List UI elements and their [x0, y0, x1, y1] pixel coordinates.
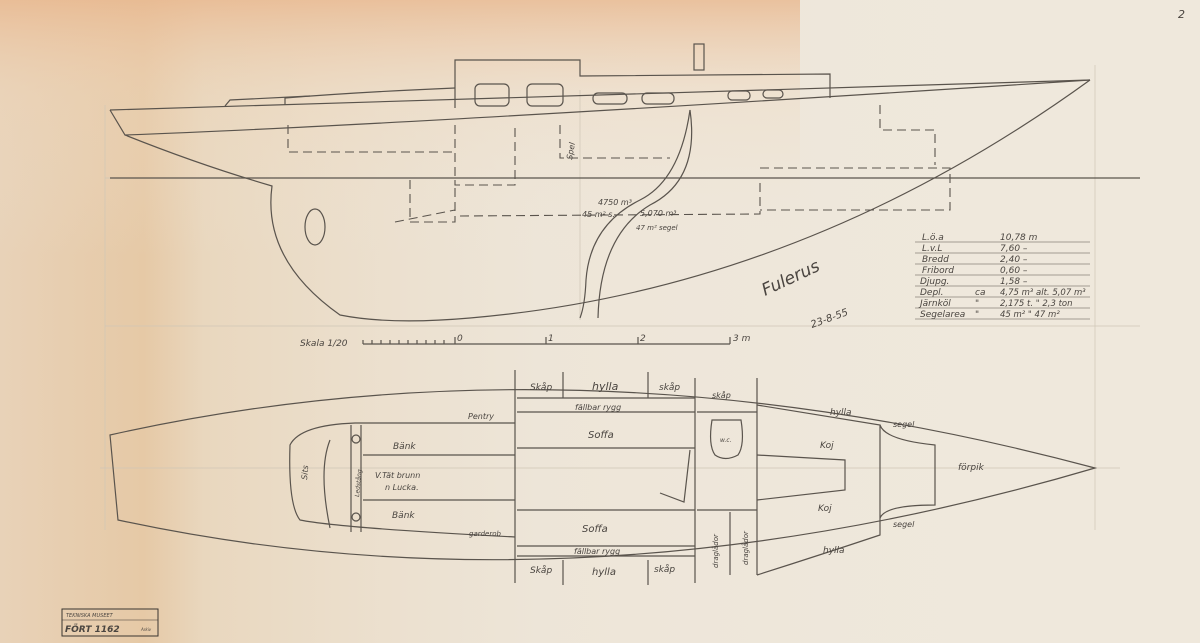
profile-note-3: 5,070 m³ [640, 209, 676, 218]
plan-label: Skåp [530, 382, 552, 393]
plan-label: hylla [830, 408, 852, 418]
accommodation-plan: Skåp hylla skåp skåp fällbar rygg Pentry… [109, 370, 1098, 585]
plan-label: n Lucka. [385, 483, 419, 492]
svg-text:7,60 –: 7,60 – [1000, 244, 1028, 254]
plan-label: hylla [592, 380, 619, 393]
svg-text:Djupg.: Djupg. [920, 277, 949, 287]
stamp-line2: Arkiv [140, 627, 152, 632]
plan-label: garderob [469, 530, 502, 538]
plan-label: Soffa [582, 524, 608, 535]
plan-label: w.c. [720, 437, 732, 444]
svg-text:": " [975, 299, 979, 309]
scale-tick-3: 3 m [733, 334, 751, 344]
svg-text:1,58 –: 1,58 – [1000, 277, 1028, 287]
scale-bar: Skala 1/20 0 1 2 3 m [300, 334, 751, 349]
profile-note-2: 45 m² s. [582, 210, 615, 219]
profile-note-4: 47 m² segel [636, 224, 678, 232]
svg-text:0,60 –: 0,60 – [1000, 266, 1028, 276]
svg-text:45 m² " 47 m²: 45 m² " 47 m² [1000, 310, 1060, 320]
spec-row: Fribord 0,60 – [922, 266, 1028, 276]
plan-label: Sits [300, 465, 310, 480]
svg-text:Segelarea: Segelarea [920, 310, 965, 320]
svg-text:L.v.L: L.v.L [922, 244, 942, 254]
spec-row: Djupg. 1,58 – [920, 277, 1028, 287]
plan-label: hylla [592, 567, 616, 578]
spec-row: Depl. ca 4,75 m³ alt. 5,07 m³ [920, 288, 1086, 298]
plan-label: fällbar rygg [574, 547, 620, 556]
plan-label: Soffa [588, 430, 614, 441]
plan-label: draglådor [741, 530, 750, 565]
plan-label: skåp [659, 382, 680, 393]
svg-text:2,175 t. " 2,3 ton: 2,175 t. " 2,3 ton [1000, 299, 1073, 309]
plan-label: V.Tät brunn [375, 471, 420, 480]
plan-label: Koj [818, 504, 832, 514]
page-number: 2 [1178, 8, 1185, 21]
svg-text:4,75 m³ alt. 5,07 m³: 4,75 m³ alt. 5,07 m³ [1000, 288, 1086, 298]
svg-text:Fribord: Fribord [922, 266, 954, 276]
plan-label: skåp [654, 564, 675, 575]
svg-text:ca: ca [975, 288, 985, 298]
profile-spel-note: Spel [565, 141, 577, 160]
scale-tick-0: 0 [457, 334, 463, 344]
plan-label: Pentry [468, 412, 494, 421]
plan-label: Ledstång [354, 469, 363, 497]
plan-label: fällbar rygg [575, 403, 621, 412]
scale-tick-2: 2 [640, 334, 646, 344]
specifications-table: L.ö.a 10,78 m L.v.L 7,60 – Bredd 2,40 – Fri… [915, 233, 1090, 320]
plan-label: skåp [712, 390, 731, 400]
scale-tick-1: 1 [548, 334, 554, 344]
profile-note-1: 4750 m³ [598, 198, 632, 207]
spec-row: Järnköl " 2,175 t. " 2,3 ton [918, 299, 1073, 309]
svg-text:2,40 –: 2,40 – [1000, 255, 1028, 265]
scale-label: Skala 1/20 [300, 339, 348, 349]
plan-label: segel [893, 520, 915, 529]
hull-profile: Spel 4750 m³ 45 m² s. 5,070 m³ 47 m² seg… [109, 43, 1140, 322]
stamp-number: FÖRT 1162 [65, 624, 120, 635]
spec-row: Bredd 2,40 – [922, 255, 1028, 265]
archive-stamp: TEKNISKA MUSEET FÖRT 1162 Arkiv [61, 608, 159, 637]
svg-text:Järnköl: Järnköl [918, 299, 951, 309]
svg-text:Depl.: Depl. [920, 288, 944, 298]
plan-label: Bänk [392, 511, 415, 521]
svg-text:": " [975, 310, 979, 320]
svg-text:10,78 m: 10,78 m [1000, 233, 1038, 243]
stamp-line1: TEKNISKA MUSEET [66, 613, 114, 619]
plan-label: hylla [823, 546, 845, 556]
plan-label: Koj [820, 441, 834, 451]
plan-label: Skåp [530, 565, 552, 576]
spec-row: L.v.L 7,60 – [922, 244, 1028, 254]
plan-label: Bänk [393, 442, 416, 452]
plan-label: draglådor [711, 533, 720, 568]
plan-label: förpik [958, 463, 985, 473]
plan-label: segel [893, 420, 915, 429]
spec-row: Segelarea " 45 m² " 47 m² [920, 310, 1060, 320]
svg-text:L.ö.a: L.ö.a [922, 233, 944, 243]
spec-row: L.ö.a 10,78 m [922, 233, 1038, 243]
svg-text:Bredd: Bredd [922, 255, 949, 265]
